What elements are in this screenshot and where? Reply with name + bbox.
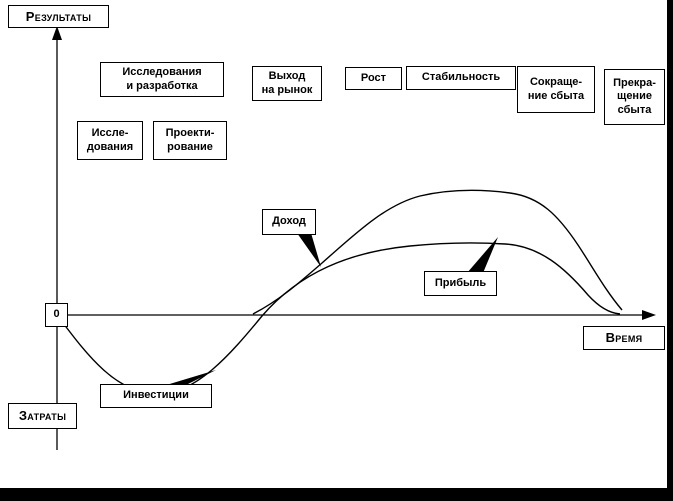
origin-label: 0 — [45, 303, 68, 327]
phase-stability: Стабильность — [406, 66, 516, 90]
phase-market-entry: Выход на рынок — [252, 66, 322, 101]
investments-callout: Инвестиции — [100, 384, 212, 408]
income-callout: Доход — [262, 209, 316, 235]
y-axis-label-results: Результаты — [8, 5, 109, 28]
x-axis-label-time: Время — [583, 326, 665, 350]
phase-research-and-development: Исследования и разработка — [100, 62, 224, 97]
subphase-research: Иссле- дования — [77, 121, 143, 160]
y-axis-arrow-icon — [52, 26, 62, 40]
profit-callout: Прибыль — [424, 271, 497, 296]
right-border-bar — [667, 0, 673, 501]
y-axis-label-costs: Затраты — [8, 403, 77, 429]
bottom-border-bar — [0, 488, 673, 501]
phase-sales-termination: Прекра- щение сбыта — [604, 69, 665, 125]
x-axis-arrow-icon — [642, 310, 656, 320]
phase-growth: Рост — [345, 67, 402, 90]
subphase-design: Проекти- рование — [153, 121, 227, 160]
income-callout-pointer-icon — [297, 233, 321, 267]
income-curve — [252, 189, 623, 315]
profit-callout-pointer-icon — [467, 237, 498, 273]
investments-callout-pointer-icon — [163, 370, 216, 386]
profit-curve — [56, 242, 621, 395]
phase-sales-decline: Сокраще- ние сбыта — [517, 66, 595, 113]
